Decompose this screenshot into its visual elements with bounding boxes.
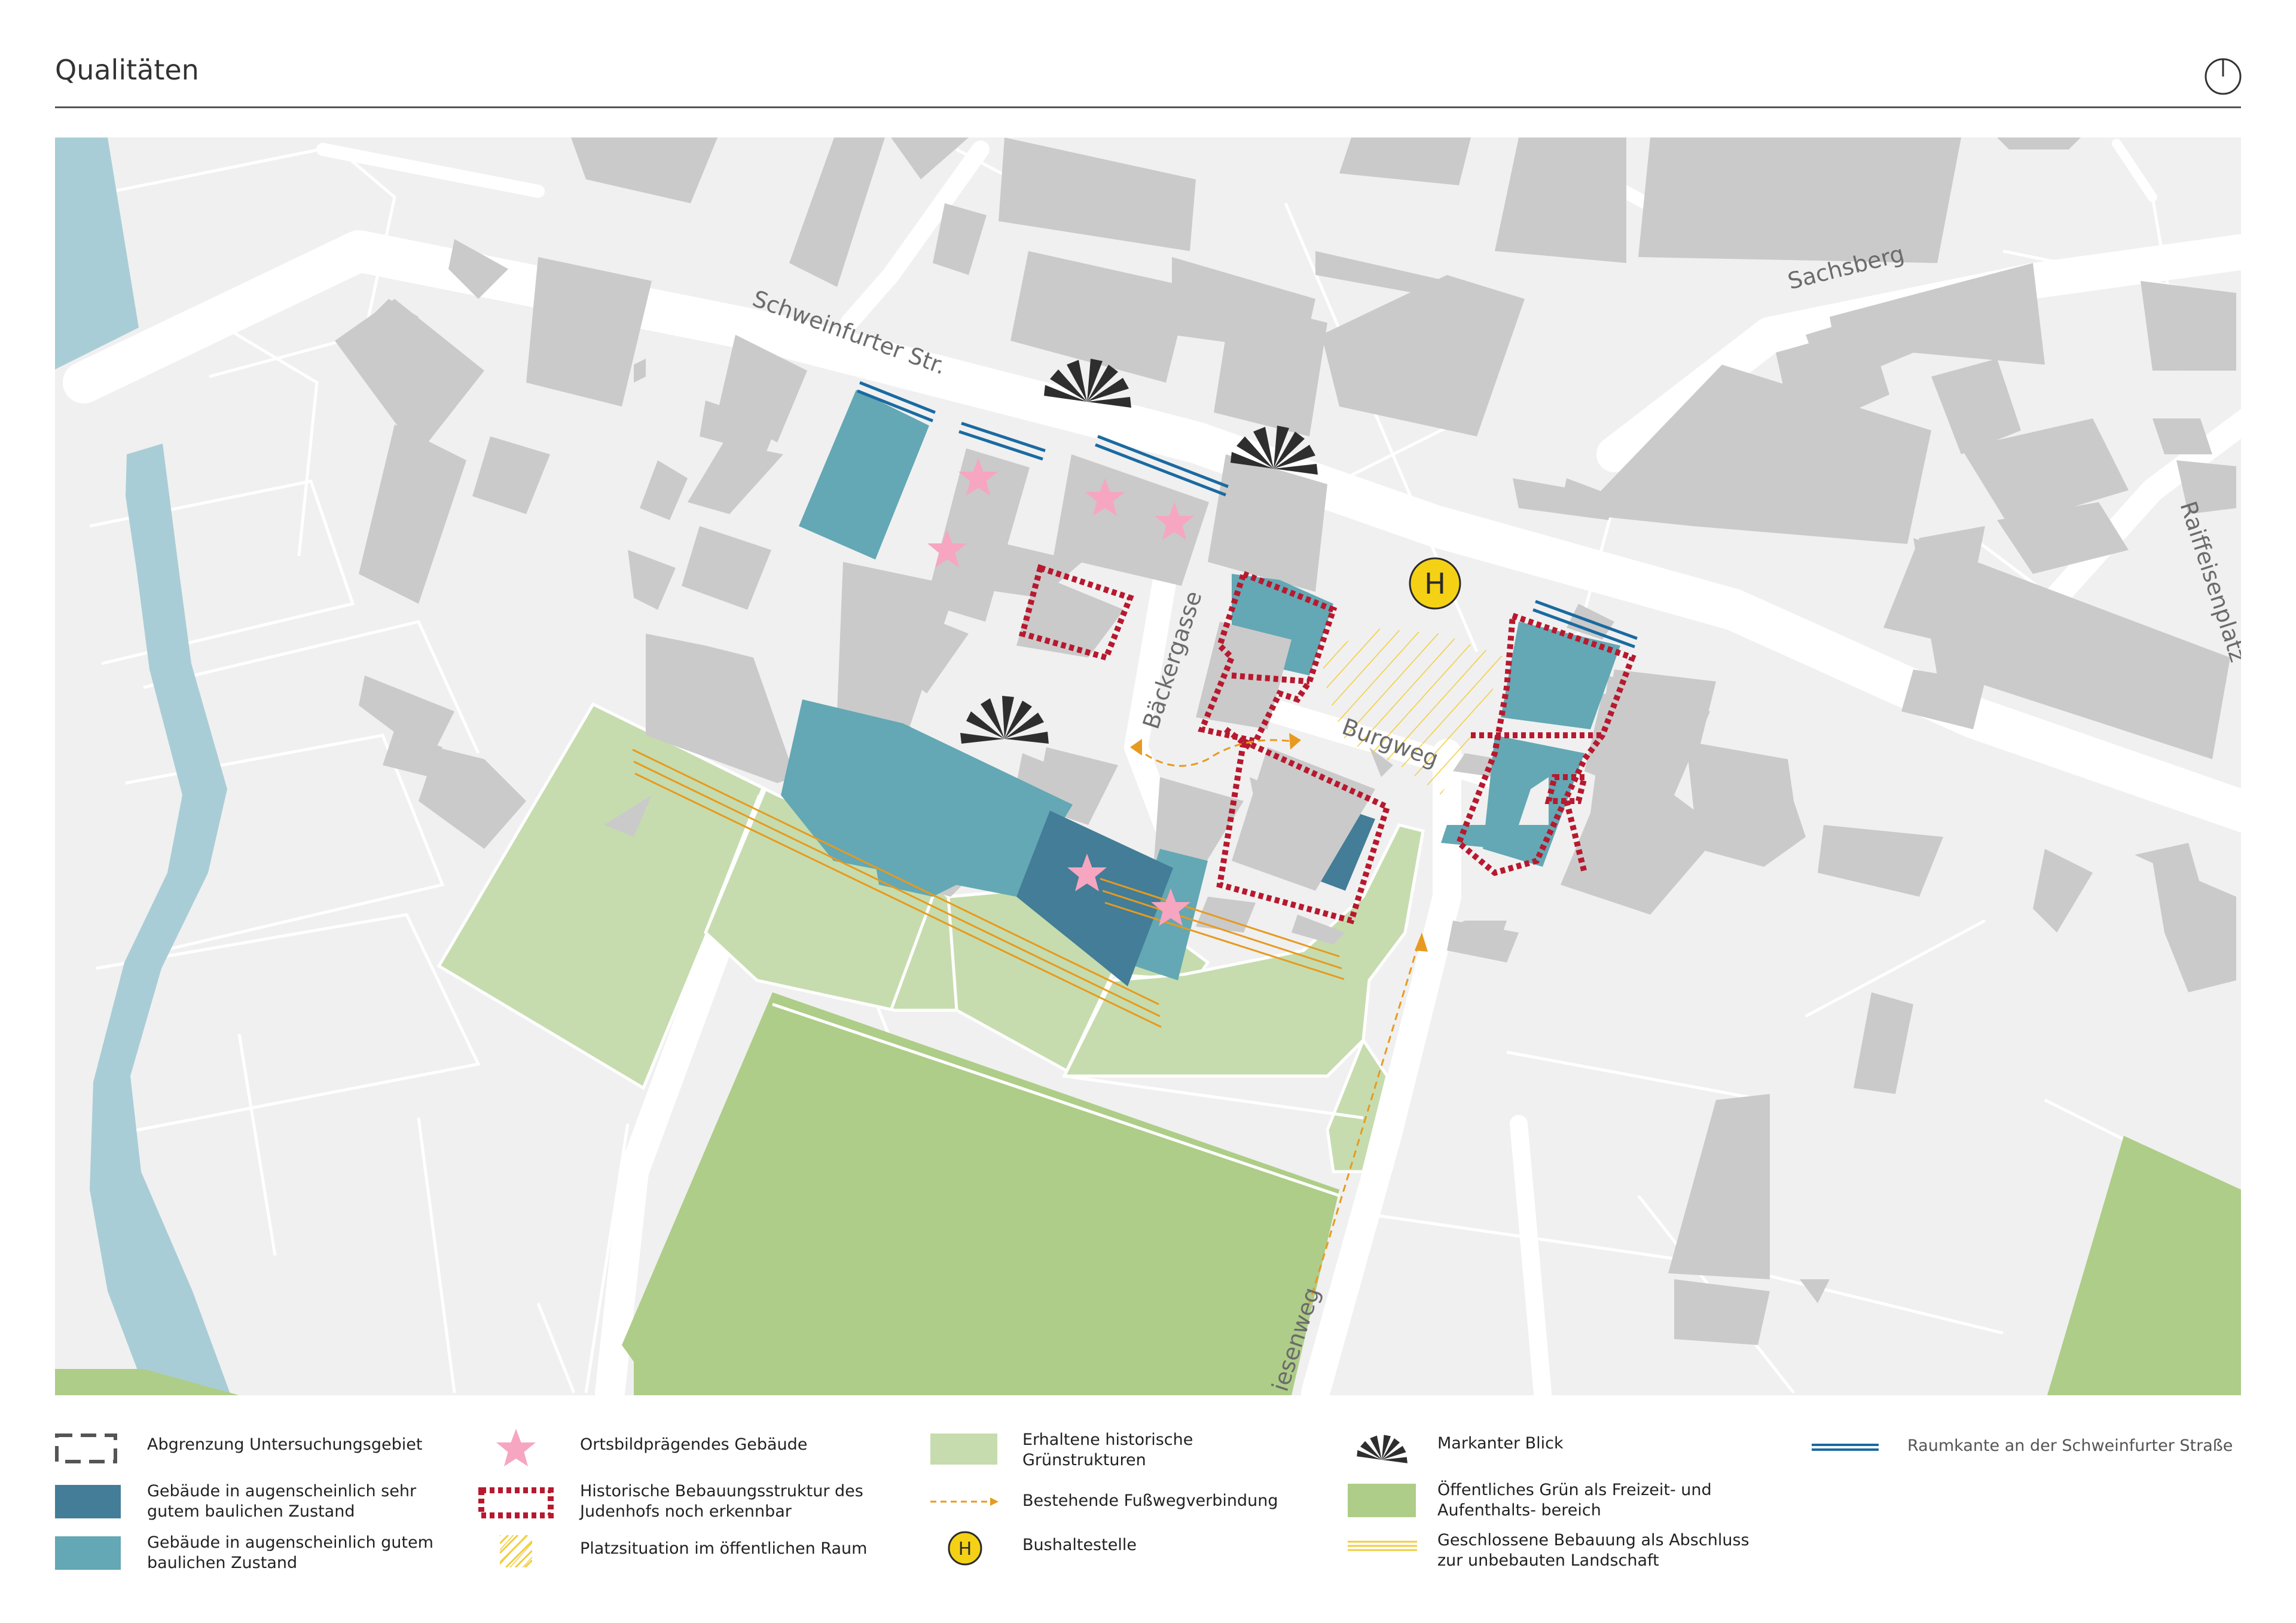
star-icon — [1085, 478, 1125, 516]
plaza-hatch — [1321, 628, 1507, 795]
site-plan-map: H Schweinfurter Str. Sachsberg Raiffeise… — [55, 137, 2241, 1395]
view-fan-icon — [1044, 359, 1131, 408]
legend-symbol-boundary — [55, 1434, 117, 1463]
legend-symbol-historic — [478, 1487, 554, 1518]
view-fan-icons — [960, 359, 1318, 744]
legend-label-landmark: Ortsbildprägendes Gebäude — [580, 1435, 808, 1454]
closed-edge-lines — [632, 748, 1345, 1028]
legend-label-bus: Bushaltestelle — [1022, 1536, 1137, 1554]
view-fan-icon — [960, 696, 1049, 744]
view-fan-icon — [1357, 1435, 1407, 1463]
legend-symbol-closed-edge — [1348, 1541, 1417, 1551]
star-icon — [958, 458, 998, 496]
bus-stop-icon: H — [1409, 557, 1461, 610]
historic-structure-dividers — [1224, 673, 1602, 874]
legend-symbol-green-historic — [930, 1434, 997, 1465]
star-icon — [1067, 854, 1107, 891]
star-icon — [1151, 888, 1190, 926]
legend-symbol-very-good — [55, 1485, 121, 1518]
bus-stop-letter: H — [1424, 567, 1446, 601]
footpath-lines — [1135, 739, 1419, 1304]
legend-symbol-raumkante — [1812, 1444, 1879, 1451]
public-green-dividers — [772, 1002, 1340, 1197]
legend-label-raumkante: Raumkante an der Schweinfurter Straße — [1907, 1436, 2233, 1455]
view-fan-icon — [1231, 426, 1318, 475]
legend-label-footpath: Bestehende Fußwegverbindung — [1022, 1491, 1278, 1510]
star-icon — [496, 1429, 536, 1466]
north-arrow-icon — [2205, 58, 2242, 95]
historic-structure-outlines — [1018, 564, 1636, 925]
river — [55, 137, 231, 1395]
legend-label-plaza: Platzsituation im öffentlichen Raum — [580, 1539, 868, 1558]
raumkante-lines — [857, 381, 1638, 649]
legend-symbol-good — [55, 1536, 121, 1570]
legend-symbol-green-public — [1348, 1484, 1416, 1517]
public-green-areas — [55, 992, 2241, 1395]
star-icon — [927, 530, 967, 567]
legend-symbol-view — [1357, 1435, 1407, 1463]
bus-stop-icon: H — [958, 1539, 972, 1560]
legend-label-boundary: Abgrenzung Untersuchungsgebiet — [147, 1435, 423, 1454]
legend-symbol-bus: H — [948, 1531, 982, 1566]
legend-label-view: Markanter Blick — [1437, 1434, 1564, 1453]
map-viewport[interactable]: H Schweinfurter Str. Sachsberg Raiffeise… — [55, 137, 2241, 1395]
buildings-existing — [335, 137, 2236, 1345]
page-title: Qualitäten — [55, 54, 199, 86]
legend-symbol-footpath — [930, 1497, 999, 1506]
landmark-stars — [927, 458, 1194, 926]
footpath-arrows — [1130, 733, 1428, 952]
title-divider — [55, 106, 2241, 108]
star-icon — [1155, 502, 1194, 540]
legend-symbol-plaza — [500, 1535, 532, 1567]
legend-symbol-landmark — [496, 1429, 536, 1466]
